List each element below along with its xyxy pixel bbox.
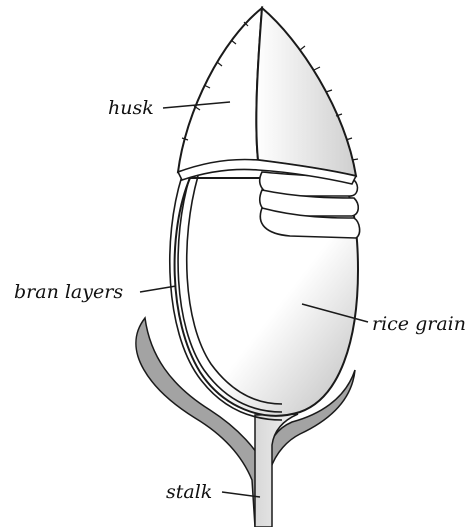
label-bran-layers: bran layers <box>14 281 123 303</box>
husk-left <box>178 8 262 172</box>
label-husk: husk <box>108 97 154 119</box>
label-stalk: stalk <box>166 481 212 503</box>
label-rice-grain: rice grain <box>372 313 466 335</box>
husk-right <box>256 8 356 176</box>
